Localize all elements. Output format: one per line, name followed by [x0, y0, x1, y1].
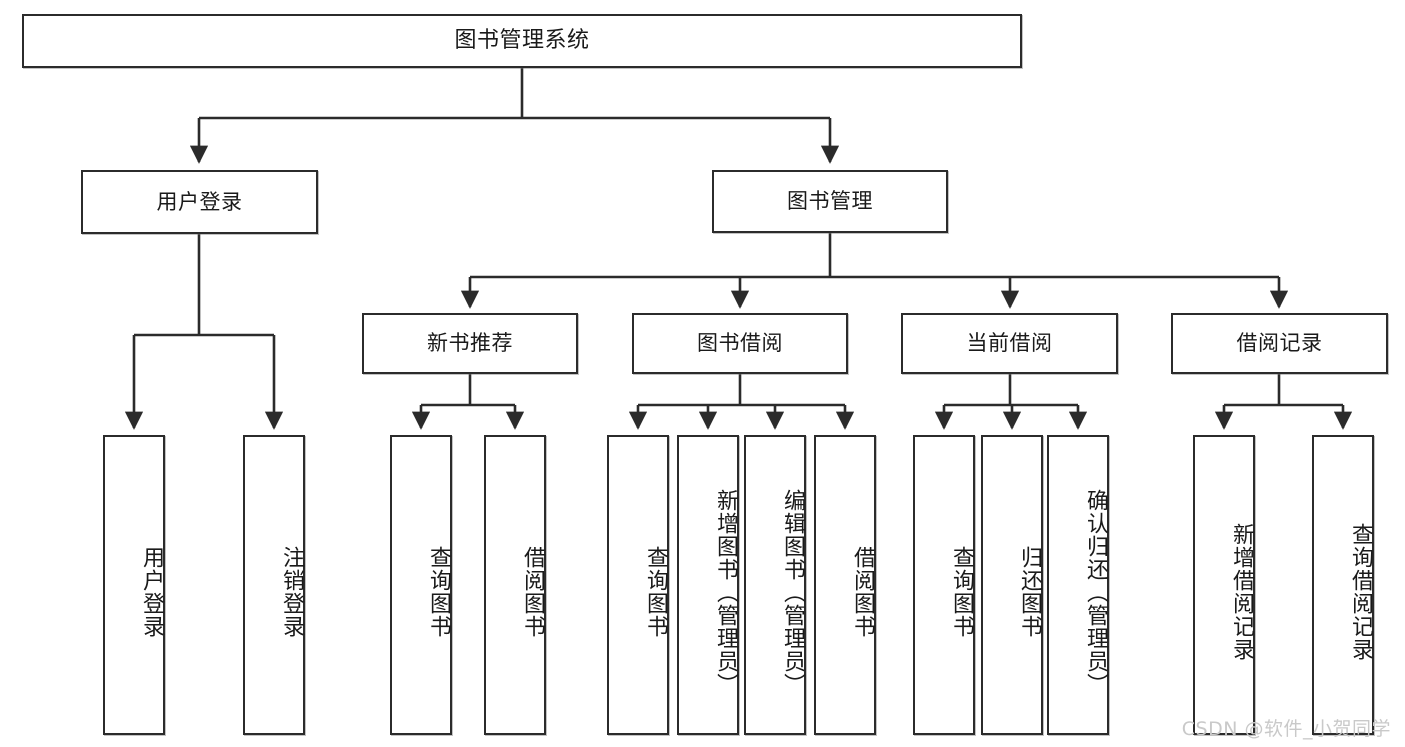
node-label: 借阅图书	[850, 546, 875, 638]
node-label: 查询图书	[949, 546, 974, 638]
node-leaf-query-book-2[interactable]: 查询图书	[607, 435, 669, 735]
node-label: 查询借阅记录	[1348, 523, 1373, 661]
node-label: 确认归还（管理员）	[1083, 488, 1108, 696]
node-label: 编辑图书（管理员）	[780, 488, 805, 696]
node-label: 图书借阅	[697, 331, 783, 356]
node-label: 新增图书（管理员）	[713, 488, 738, 696]
node-label: 注销登录	[279, 546, 304, 638]
node-root-system[interactable]: 图书管理系统	[22, 14, 1022, 68]
node-leaf-add-book[interactable]: 新增图书（管理员）	[677, 435, 739, 735]
node-label: 用户登录	[156, 189, 243, 214]
node-leaf-edit-book[interactable]: 编辑图书（管理员）	[744, 435, 806, 735]
node-leaf-return-book[interactable]: 归还图书	[981, 435, 1043, 735]
node-label: 查询图书	[426, 546, 451, 638]
node-label: 新书推荐	[427, 331, 513, 356]
node-book-borrow[interactable]: 图书借阅	[632, 313, 848, 374]
node-leaf-add-record[interactable]: 新增借阅记录	[1193, 435, 1255, 735]
node-label: 当前借阅	[966, 331, 1053, 356]
node-book-manage[interactable]: 图书管理	[712, 170, 948, 233]
node-leaf-query-book-1[interactable]: 查询图书	[390, 435, 452, 735]
node-label: 新增借阅记录	[1229, 523, 1254, 661]
node-leaf-query-book-3[interactable]: 查询图书	[913, 435, 975, 735]
node-leaf-confirm-return[interactable]: 确认归还（管理员）	[1047, 435, 1109, 735]
node-current-borrow[interactable]: 当前借阅	[901, 313, 1118, 374]
node-label: 借阅图书	[520, 546, 545, 638]
csdn-watermark: CSDN @软件_小贺同学	[1181, 718, 1391, 740]
node-leaf-borrow-book-1[interactable]: 借阅图书	[484, 435, 546, 735]
node-label: 图书管理系统	[454, 27, 590, 53]
node-label: 借阅记录	[1236, 331, 1323, 356]
node-label: 查询图书	[643, 546, 668, 638]
node-leaf-query-record[interactable]: 查询借阅记录	[1312, 435, 1374, 735]
node-label: 图书管理	[787, 189, 873, 214]
node-label: 用户登录	[139, 546, 164, 638]
node-leaf-borrow-book-2[interactable]: 借阅图书	[814, 435, 876, 735]
node-label: 归还图书	[1017, 546, 1042, 638]
node-user-login[interactable]: 用户登录	[81, 170, 318, 234]
node-new-book-recommend[interactable]: 新书推荐	[362, 313, 578, 374]
node-leaf-user-login[interactable]: 用户登录	[103, 435, 165, 735]
node-borrow-record[interactable]: 借阅记录	[1171, 313, 1388, 374]
node-leaf-logout[interactable]: 注销登录	[243, 435, 305, 735]
